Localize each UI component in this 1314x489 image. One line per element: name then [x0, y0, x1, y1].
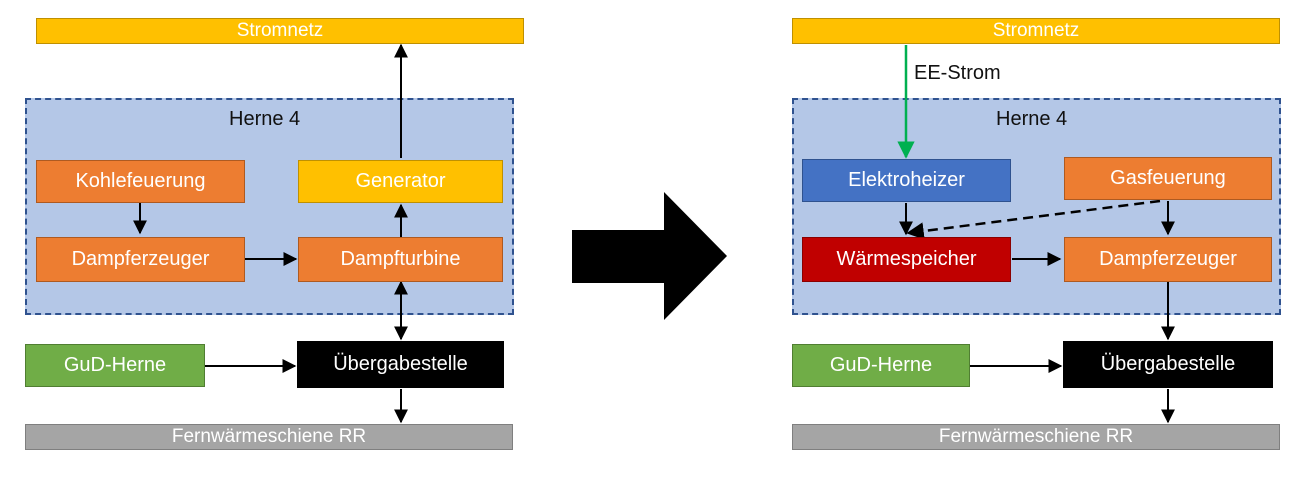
dampferzeuger-box-left: Dampferzeuger: [36, 237, 245, 282]
dampferzeuger-box-right: Dampferzeuger: [1064, 237, 1272, 282]
waermespeicher-box: Wärmespeicher: [802, 237, 1011, 282]
plant-title-left: Herne 4: [229, 108, 301, 130]
elektroheizer-box: Elektroheizer: [802, 159, 1011, 202]
kohlefeuerung-box: Kohlefeuerung: [36, 160, 245, 203]
uebergabestelle-box-right: Übergabestelle: [1063, 341, 1273, 388]
generator-box: Generator: [298, 160, 503, 203]
ee-strom-label: EE-Strom: [914, 62, 1001, 84]
gud-herne-box-right: GuD-Herne: [792, 344, 970, 387]
dampfturbine-box: Dampfturbine: [298, 237, 503, 282]
stromnetz-bar-left: Stromnetz: [36, 18, 524, 44]
uebergabestelle-box-left: Übergabestelle: [297, 341, 504, 388]
stromnetz-bar-right: Stromnetz: [792, 18, 1280, 44]
fernwaerme-bar-right: Fernwärmeschiene RR: [792, 424, 1280, 450]
transition-arrow-icon: [572, 192, 727, 320]
plant-title-right: Herne 4: [996, 108, 1068, 130]
fernwaerme-bar-left: Fernwärmeschiene RR: [25, 424, 513, 450]
arrow-gasfeuerung-to-waermespeicher-dashed: [906, 199, 1161, 240]
gud-herne-box-left: GuD-Herne: [25, 344, 205, 387]
gasfeuerung-box: Gasfeuerung: [1064, 157, 1272, 200]
